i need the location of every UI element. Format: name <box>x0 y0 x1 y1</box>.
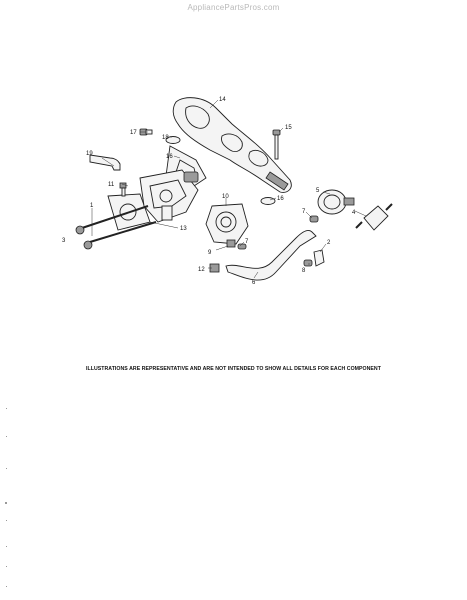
callout-3: 3 <box>62 238 66 244</box>
fuel-filter-canister-part[interactable] <box>317 189 355 215</box>
scan-specks <box>5 408 7 587</box>
callout-15: 15 <box>285 125 292 131</box>
carburetor-assembly-part[interactable] <box>139 169 199 223</box>
callout-4: 4 <box>352 210 356 216</box>
hose-clamp-part[interactable] <box>303 259 313 267</box>
callout-14: 14 <box>219 97 226 103</box>
disclaimer-text: ILLUSTRATIONS ARE REPRESENTATIVE AND ARE… <box>86 366 381 372</box>
callout-7: 7 <box>245 239 249 245</box>
hose-clamp-part[interactable] <box>309 215 319 223</box>
inline-fuel-filter-part[interactable] <box>355 203 393 231</box>
callout-5: 5 <box>316 188 320 194</box>
callout-19: 19 <box>86 151 93 157</box>
callout-18: 18 <box>162 135 169 141</box>
fuel-pump-part[interactable] <box>205 203 249 245</box>
callout-16: 16 <box>166 154 173 160</box>
o-ring-part[interactable] <box>165 136 181 144</box>
callout-7: 7 <box>302 209 306 215</box>
callout-1: 1 <box>90 203 94 209</box>
callout-16: 16 <box>277 196 284 202</box>
intake-manifold-part[interactable] <box>172 97 292 193</box>
callout-11: 11 <box>108 182 115 188</box>
callout-numbers: 14 15 17 18 19 16 11 13 1 3 10 16 5 4 7 … <box>62 97 356 286</box>
callout-2: 2 <box>327 240 331 246</box>
callout-6: 6 <box>252 280 256 286</box>
callout-8: 8 <box>302 268 306 274</box>
nut-part[interactable] <box>83 240 93 250</box>
callout-17: 17 <box>130 130 137 136</box>
leader-lines <box>91 99 367 279</box>
stud-part[interactable] <box>81 205 157 243</box>
watermark: AppliancePartsPros.com <box>187 3 280 12</box>
callout-10: 10 <box>222 194 229 200</box>
callout-9: 9 <box>208 250 212 256</box>
nut-part[interactable] <box>75 225 85 235</box>
callout-13: 13 <box>180 226 187 232</box>
fuel-line-part[interactable] <box>225 229 317 281</box>
manifold-bolt-part[interactable] <box>272 129 281 160</box>
callout-12: 12 <box>198 267 205 273</box>
fitting-part[interactable] <box>226 239 236 248</box>
clip-part[interactable] <box>313 249 325 267</box>
breather-hose-part[interactable] <box>89 154 121 171</box>
o-ring-part[interactable] <box>260 197 276 205</box>
